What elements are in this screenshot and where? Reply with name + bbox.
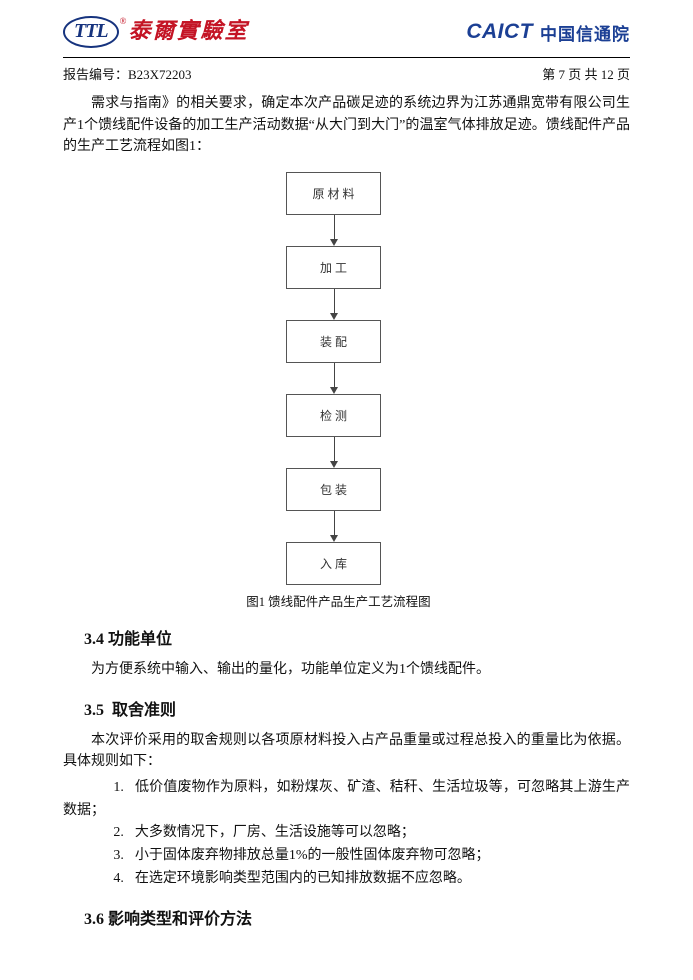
down-arrow-icon bbox=[50, 437, 617, 468]
caict-logo-text: 中国信通院 bbox=[540, 24, 630, 44]
down-arrow-icon bbox=[50, 511, 617, 542]
page-header: TTL ® 泰爾實驗室 CAICT 中国信通院 报告编号：B23X72203 第… bbox=[0, 0, 693, 83]
down-arrow-icon bbox=[50, 363, 617, 394]
page-number: 第 7 页 共 12 页 bbox=[542, 67, 630, 82]
section-3-5-paragraph: 本次评价采用的取舍规则以各项原材料投入占产品重量或过程总投入的重量比为依据。具体… bbox=[63, 732, 630, 770]
section-title-3-4: 3.4 功能单位 bbox=[84, 631, 173, 649]
list-item-text: 大多数情况下，厂房、生活设施等可以忽略； bbox=[134, 825, 415, 841]
ttl-oval-icon: TTL bbox=[63, 16, 119, 48]
document-body: 需求与指南》的相关要求，确定本次产品碳足迹的系统边界为江苏通鼎宽带有限公司生产1… bbox=[0, 83, 693, 929]
report-number: 报告编号：B23X72203 bbox=[63, 67, 192, 82]
intro-paragraph: 需求与指南》的相关要求，确定本次产品碳足迹的系统边界为江苏通鼎宽带有限公司生产1… bbox=[63, 96, 630, 155]
header-divider bbox=[63, 57, 630, 58]
process-flowchart: 原材料 加工 装配 检测 包装 入库 bbox=[50, 172, 617, 586]
list-item-number: 3. bbox=[113, 848, 124, 864]
list-item: 3. 小于固体废弃物排放总量1%的一般性固体废弃物可忽略； bbox=[63, 845, 630, 868]
criteria-list: 1.低价值废物作为原料，如粉煤灰、矿渣、秸秆、生活垃圾等，可忽略其上游生产数据；… bbox=[63, 777, 630, 890]
section-title-3-5: 3.5 取舍准则 bbox=[84, 701, 177, 719]
list-item-number: 1. bbox=[113, 780, 124, 796]
logo-row: TTL ® 泰爾實驗室 CAICT 中国信通院 bbox=[63, 13, 630, 51]
figure-caption: 图1 馈线配件产品生产工艺流程图 bbox=[246, 595, 431, 610]
ttl-logo: TTL ® 泰爾實驗室 bbox=[63, 16, 249, 48]
list-item-number: 2. bbox=[113, 825, 124, 841]
registered-trademark-icon: ® bbox=[119, 16, 127, 26]
list-item-text: 小于固体废弃物排放总量1%的一般性固体废弃物可忽略； bbox=[134, 848, 490, 864]
flow-node-warehousing: 入库 bbox=[286, 542, 381, 586]
list-item: 1.低价值废物作为原料，如粉煤灰、矿渣、秸秆、生活垃圾等，可忽略其上游生产数据； bbox=[63, 777, 630, 822]
flow-node-packaging: 包装 bbox=[286, 468, 381, 512]
list-item-text: 低价值废物作为原料，如粉煤灰、矿渣、秸秆、生活垃圾等，可忽略其上游生产数据； bbox=[63, 780, 630, 818]
section-3-4-paragraph: 为方便系统中输入、输出的量化，功能单位定义为1个馈线配件。 bbox=[91, 662, 490, 678]
flow-node-assembly: 装配 bbox=[286, 320, 381, 364]
ttl-logo-text: 泰爾實驗室 bbox=[128, 18, 249, 43]
list-item-text: 在选定环境影响类型范围内的已知排放数据不应忽略。 bbox=[134, 870, 471, 886]
list-item: 4. 在选定环境影响类型范围内的已知排放数据不应忽略。 bbox=[63, 868, 630, 891]
down-arrow-icon bbox=[50, 289, 617, 320]
caict-logo-abbr: CAICT bbox=[466, 20, 533, 43]
report-meta-row: 报告编号：B23X72203 第 7 页 共 12 页 bbox=[63, 58, 630, 83]
flow-node-processing: 加工 bbox=[286, 246, 381, 290]
flow-node-inspection: 检测 bbox=[286, 394, 381, 438]
down-arrow-icon bbox=[50, 215, 617, 246]
list-item-number: 4. bbox=[113, 870, 124, 886]
section-title-3-6: 3.6 影响类型和评价方法 bbox=[84, 911, 253, 929]
list-item: 2. 大多数情况下，厂房、生活设施等可以忽略； bbox=[63, 822, 630, 845]
caict-logo: CAICT 中国信通院 bbox=[466, 20, 630, 45]
flow-node-raw-material: 原材料 bbox=[286, 172, 381, 216]
